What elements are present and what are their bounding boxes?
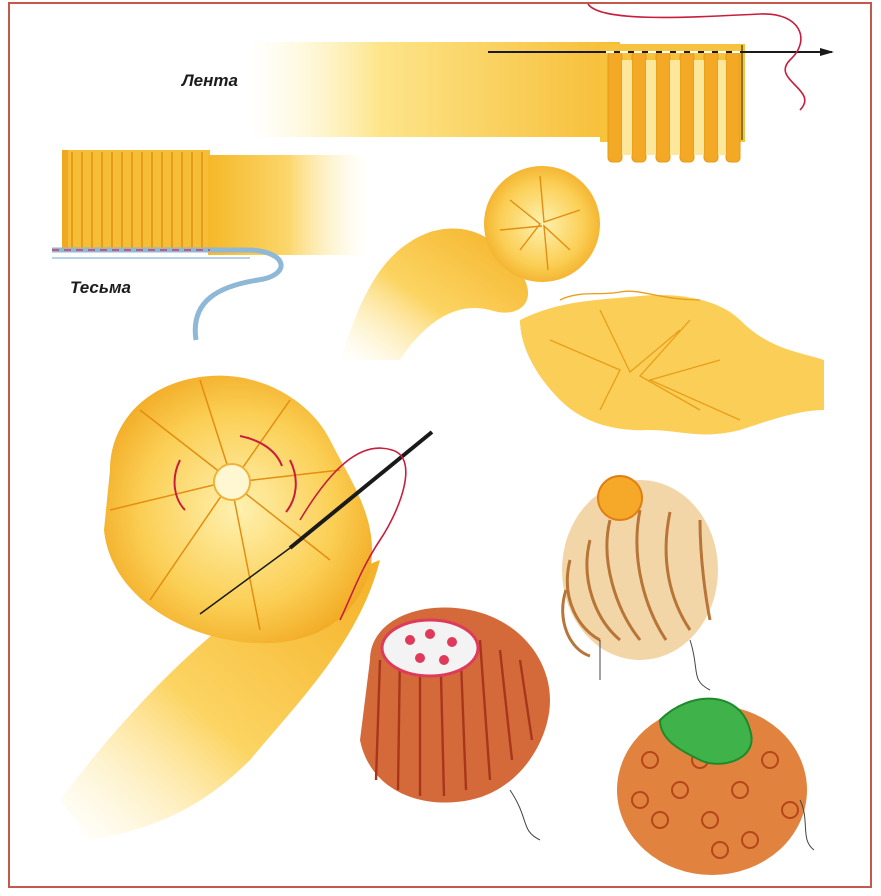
ribbon-pleated <box>52 150 368 340</box>
ribbon-top <box>250 4 834 162</box>
doll-head-red <box>360 607 550 840</box>
label-ribbon: Лента <box>182 71 238 91</box>
ribbon-ruffle <box>520 291 824 434</box>
doll-head-curly <box>617 699 814 875</box>
label-braid: Тесьма <box>70 278 131 298</box>
doll-head-light <box>562 476 718 690</box>
